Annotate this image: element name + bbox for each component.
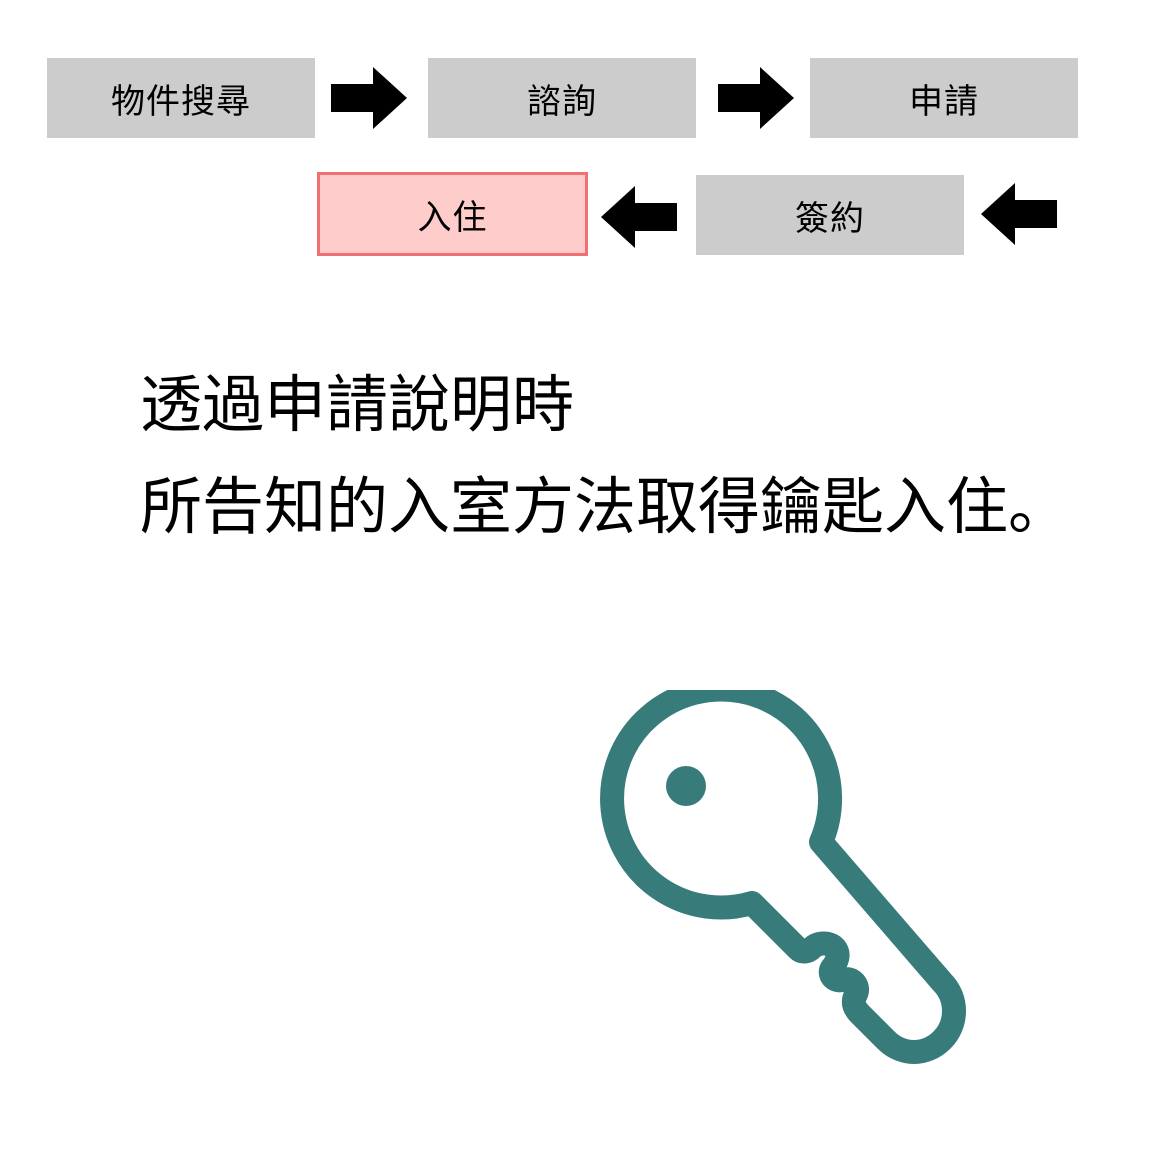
step-search-label: 物件搜尋: [111, 81, 251, 122]
step-search: 物件搜尋: [47, 58, 315, 138]
arrow-right-icon: [331, 67, 407, 129]
description-line-1: 透過申請說明時: [140, 368, 575, 441]
step-inquiry: 諮詢: [428, 58, 696, 138]
step-move-in: 入住: [317, 172, 588, 256]
step-inquiry-label: 諮詢: [527, 81, 597, 122]
step-move-in-label: 入住: [417, 197, 488, 238]
step-apply: 申請: [810, 58, 1078, 138]
description-line-2: 所告知的入室方法取得鑰匙入住。: [140, 470, 1071, 543]
arrow-right-icon: [718, 67, 794, 129]
arrow-left-icon: [981, 183, 1057, 245]
step-contract: 簽約: [696, 175, 964, 255]
key-icon: [600, 690, 966, 1064]
arrow-left-icon: [601, 186, 677, 248]
step-contract-label: 簽約: [795, 198, 865, 239]
step-apply-label: 申請: [909, 81, 979, 122]
